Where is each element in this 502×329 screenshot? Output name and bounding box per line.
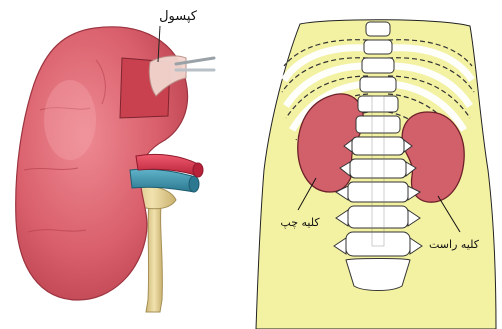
capsule-label: کپسول [159,9,198,24]
left-kidney-label: کلیه چپ [280,216,320,229]
kidney-illustration [16,26,214,312]
right-kidney-label: کلیه راست [429,238,480,251]
torso-illustration [256,20,496,329]
ureter [146,196,162,312]
